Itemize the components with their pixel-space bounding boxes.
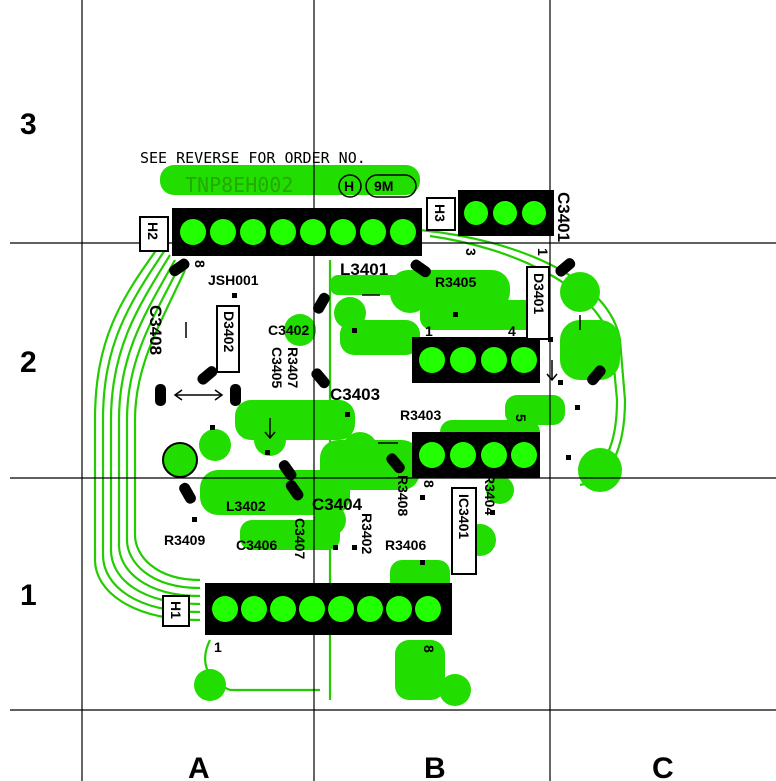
svg-text:H2: H2	[145, 222, 161, 240]
svg-text:8: 8	[192, 260, 208, 268]
connector-h2: H2 8	[139, 208, 422, 268]
label-l3402: L3402	[226, 498, 266, 514]
label-c3407: C3407	[292, 518, 308, 559]
label-c3403: C3403	[330, 385, 380, 404]
ic-3401: IC3401 1 4 5 8	[412, 323, 540, 575]
label-c3402: C3402	[268, 322, 309, 338]
row-label-2: 2	[20, 346, 37, 379]
label-r3408: R3408	[395, 475, 411, 516]
label-d3402: D3402	[221, 311, 237, 352]
label-r3409: R3409	[164, 532, 205, 548]
svg-text:1: 1	[535, 248, 551, 256]
orientation-marks	[173, 294, 581, 444]
row-label-1: 1	[20, 579, 37, 612]
label-c3406: C3406	[236, 537, 277, 553]
svg-text:H1: H1	[168, 601, 184, 619]
label-l3401: L3401	[340, 260, 388, 279]
label-r3405: R3405	[435, 274, 476, 290]
col-label-b: B	[424, 752, 446, 781]
svg-text:H: H	[344, 178, 354, 194]
svg-text:1: 1	[214, 639, 222, 655]
svg-text:8: 8	[421, 645, 437, 653]
svg-text:5: 5	[513, 414, 529, 422]
board-number: TNP8EH002	[185, 173, 293, 197]
label-c3401: C3401	[554, 192, 573, 242]
label-r3406: R3406	[385, 537, 426, 553]
component-footprints	[155, 258, 606, 504]
revision-mark-9m: 9M	[365, 174, 417, 198]
label-c3404: C3404	[312, 495, 363, 514]
order-note: SEE REVERSE FOR ORDER NO.	[140, 149, 366, 167]
label-c3408: C3408	[146, 305, 165, 355]
col-label-c: C	[652, 752, 674, 781]
row-label-3: 3	[20, 108, 37, 141]
label-r3403: R3403	[400, 407, 441, 423]
svg-text:9M: 9M	[374, 178, 393, 194]
label-r3404: R3404	[482, 474, 498, 515]
label-r3402: R3402	[359, 513, 375, 554]
svg-text:4: 4	[508, 323, 516, 339]
via-dots	[192, 293, 580, 565]
svg-text:IC3401: IC3401	[456, 494, 472, 539]
connector-h3: H3 3 1	[426, 190, 554, 256]
label-jsh001: JSH001	[208, 272, 259, 288]
col-label-a: A	[188, 752, 210, 781]
grid-lines	[10, 0, 776, 781]
copper-areas	[160, 165, 622, 706]
revision-mark-h: H	[338, 174, 362, 198]
svg-text:8: 8	[421, 480, 437, 488]
label-d3401: D3401	[531, 273, 547, 314]
component-labels: C3401 L3401 R3405 D3401 JSH001 C3408 D34…	[146, 192, 573, 559]
label-c3405: C3405	[269, 347, 285, 388]
connector-h1: H1 1 8	[162, 583, 452, 655]
svg-text:H3: H3	[432, 204, 448, 222]
svg-text:1: 1	[425, 323, 433, 339]
label-r3407: R3407	[285, 347, 301, 388]
svg-text:3: 3	[463, 248, 479, 256]
